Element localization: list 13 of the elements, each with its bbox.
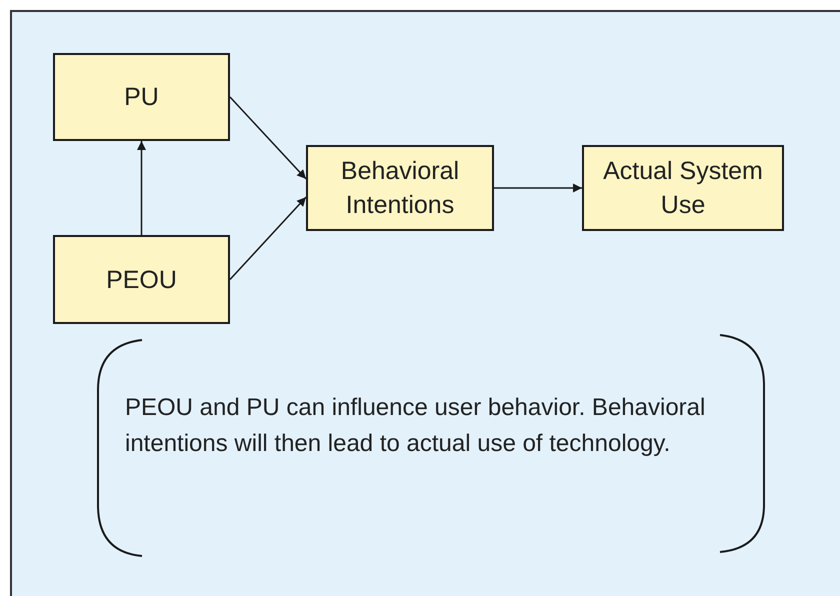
arrow: [494, 184, 582, 192]
box-label: PEOU: [106, 264, 177, 296]
box-label: Actual System Use: [602, 156, 764, 221]
box-label: PU: [124, 82, 159, 113]
box-label: Behavioral Intentions: [340, 156, 460, 221]
process-box: [53, 235, 230, 324]
arrow: [137, 141, 146, 235]
arrow: [229, 96, 307, 180]
note-text: PEOU and PU can influence user behavior. Behavioral intentions will then lead to actual use of technology.: [125, 393, 706, 459]
process-box: [306, 145, 494, 231]
process-box: [582, 145, 784, 231]
process-box: [53, 53, 230, 141]
arrow: [229, 196, 307, 280]
